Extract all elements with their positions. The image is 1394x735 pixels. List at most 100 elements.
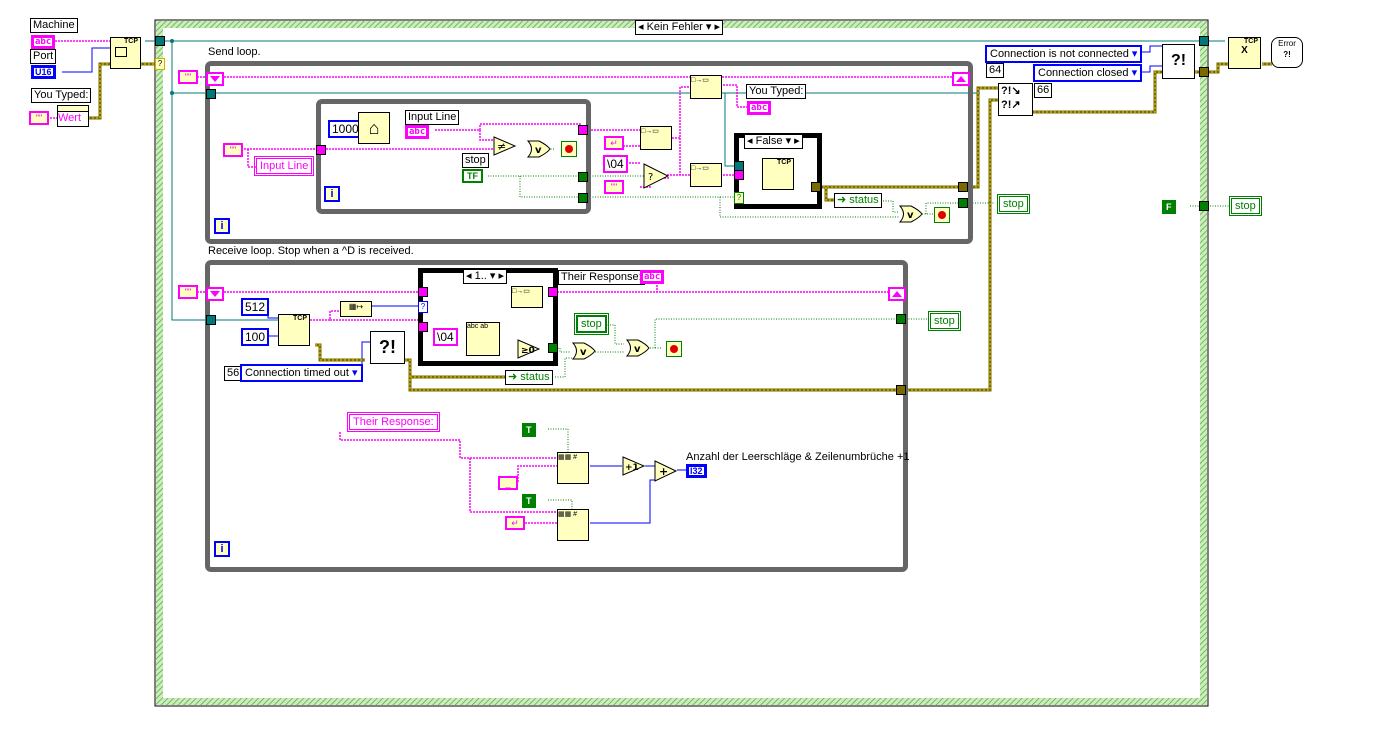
concat-icon: □→▭ xyxy=(512,288,530,295)
decrement-arrow-icon[interactable]: ◂ xyxy=(466,270,472,282)
empty-string-constant-send[interactable]: "" xyxy=(178,70,198,84)
bool-tunnel-out-2 xyxy=(578,193,588,203)
tcp-close-connection-vi[interactable]: TCP X xyxy=(1228,37,1261,69)
input-line-label: Input Line xyxy=(405,110,460,125)
concat-icon: □→▭ xyxy=(641,128,659,135)
stop-control-recv[interactable]: stop xyxy=(574,313,609,335)
search-replace-string-1[interactable]: ▦▦ # xyxy=(557,452,589,484)
count-indicator: I32 xyxy=(686,464,707,478)
dropdown-arrow-icon[interactable]: ▾ xyxy=(352,367,358,379)
iteration-terminal-send: i xyxy=(214,218,230,234)
merge-errors-function[interactable]: ?!↘?!↗ xyxy=(998,83,1033,116)
tcp-read-icon: TCP xyxy=(293,315,307,322)
send-loop-while[interactable] xyxy=(205,61,973,244)
match-pattern-function[interactable]: abc ab xyxy=(466,322,500,356)
dropdown-arrow-icon[interactable]: ▾ xyxy=(1131,48,1138,60)
receive-loop-while[interactable] xyxy=(205,260,908,572)
tcp-write-icon: TCP xyxy=(777,159,791,166)
send-case-selector[interactable]: ◂ False ▾ ▸ xyxy=(744,134,803,149)
svg-text:≠: ≠ xyxy=(497,140,506,153)
search-replace-string-2[interactable]: ▦▦ # xyxy=(557,509,589,541)
crlf-constant[interactable]: ↵ xyxy=(604,136,624,150)
error-tunnel-send-out xyxy=(958,182,968,192)
decrement-arrow-icon[interactable]: ◂ xyxy=(747,135,753,147)
connection-closed-enum[interactable]: Connection closed ▾ xyxy=(1033,64,1143,82)
connection-not-connected-enum[interactable]: Connection is not connected ▾ xyxy=(985,45,1143,63)
shift-register-left-recv xyxy=(206,287,224,301)
error-warning-icon: ?! xyxy=(379,337,396,357)
input-line-control[interactable]: abc xyxy=(405,125,430,139)
property-node-you-typed[interactable]: Wert xyxy=(57,105,89,127)
svg-text:+: + xyxy=(659,465,668,478)
stop-button-control[interactable]: TF xyxy=(462,169,483,183)
bool-tunnel-recv-out xyxy=(896,314,906,324)
simple-error-handler-vi[interactable]: Error?! xyxy=(1271,37,1303,68)
dropdown-arrow-icon[interactable]: ▾ xyxy=(1131,67,1138,79)
tcp-open-connection-vi[interactable]: TCP xyxy=(110,37,141,69)
add-function: + xyxy=(654,460,678,482)
receive-case-selector[interactable]: ◂ 1.. ▾ ▸ xyxy=(463,269,508,284)
increment-arrow-icon[interactable]: ▸ xyxy=(498,270,505,282)
dropdown-arrow-icon[interactable]: ▾ xyxy=(785,135,792,147)
false-constant[interactable]: F xyxy=(1162,200,1176,214)
true-constant-1[interactable]: T xyxy=(522,423,536,437)
wait-ms-constant[interactable]: 1000 xyxy=(328,120,363,138)
stop-local-variable-outer[interactable]: stop xyxy=(1229,196,1262,216)
bool-tunnel-send-out xyxy=(958,198,968,208)
space-constant[interactable]: _ xyxy=(498,476,518,490)
true-constant-2[interactable]: T xyxy=(522,494,536,508)
decrement-arrow-icon[interactable]: ◂ xyxy=(638,21,644,33)
concat-icon: □→▭ xyxy=(691,165,709,172)
tcp-read-vi[interactable]: TCP xyxy=(278,314,310,346)
empty-string-constant-input[interactable]: "" xyxy=(223,143,243,157)
concatenate-strings-2[interactable]: □→▭ xyxy=(690,75,722,99)
newline-constant[interactable]: ↵ xyxy=(505,516,525,530)
their-response-local-variable[interactable]: Their Response: xyxy=(347,412,440,432)
stop-local-variable-recv[interactable]: stop xyxy=(928,311,961,331)
bool-tunnel-recv xyxy=(548,343,558,353)
empty-string-constant[interactable]: "" xyxy=(29,111,49,125)
bytes-to-read-constant[interactable]: 512 xyxy=(241,298,270,316)
error-code-64: 64 xyxy=(986,63,1005,78)
eot-constant-send[interactable]: \04 xyxy=(603,155,628,173)
shift-register-left-send xyxy=(206,72,224,86)
increment-arrow-icon[interactable]: ▸ xyxy=(794,135,800,147)
their-response-indicator: abc xyxy=(640,270,665,284)
port-label: Port xyxy=(30,49,57,64)
error-speech-icon: ?! xyxy=(1283,50,1291,59)
tcp-open-icon: TCP xyxy=(124,38,138,45)
concatenate-strings-1[interactable]: □→▭ xyxy=(640,126,672,150)
timeout-constant[interactable]: 100 xyxy=(241,328,270,346)
increment-arrow-icon[interactable]: ▸ xyxy=(714,21,721,33)
dropdown-arrow-icon[interactable]: ▾ xyxy=(705,21,712,33)
receive-loop-comment: Receive loop. Stop when a ^D is received… xyxy=(208,245,414,257)
concatenate-strings-3[interactable]: □→▭ xyxy=(690,163,722,187)
clear-errors-vi[interactable]: ?! xyxy=(1162,44,1195,79)
clear-error-vi[interactable]: ?! xyxy=(370,331,405,364)
outer-case-selector[interactable]: ◂ Kein Fehler ▾ ▸ xyxy=(635,20,724,35)
svg-text:v: v xyxy=(634,344,641,355)
shift-register-right-recv xyxy=(888,287,906,301)
refnum-tunnel-out xyxy=(1199,36,1209,46)
port-control[interactable]: U16 xyxy=(31,65,56,79)
input-line-local-variable[interactable]: Input Line xyxy=(253,156,315,176)
empty-string-constant-recv[interactable]: "" xyxy=(178,285,198,299)
dropdown-arrow-icon[interactable]: ▾ xyxy=(489,270,496,282)
you-typed-indicator-label: You Typed: xyxy=(746,84,807,99)
eot-constant-recv[interactable]: \04 xyxy=(433,328,458,346)
stop-condition-terminal-inner xyxy=(561,141,577,157)
string-tunnel-case xyxy=(734,170,744,180)
tcp-write-vi[interactable]: TCP xyxy=(762,158,794,190)
count-indicator-label: Anzahl der Leerschläge & Zeilenumbrüche … xyxy=(686,451,910,463)
stop-local-variable-send[interactable]: stop xyxy=(997,194,1030,214)
string-length-function[interactable]: ▦↦ xyxy=(340,301,372,317)
machine-control[interactable]: abc xyxy=(31,35,56,49)
tcp-close-icon: TCP xyxy=(1244,38,1258,45)
connection-timed-out-enum[interactable]: Connection timed out ▾ xyxy=(240,364,363,382)
empty-string-constant-select[interactable]: "" xyxy=(604,180,624,194)
metronome-icon[interactable]: ⌂ xyxy=(358,112,390,144)
or-gate-recv-2: v xyxy=(626,339,650,357)
stop-condition-terminal-send xyxy=(934,207,950,223)
input-poll-loop[interactable] xyxy=(316,99,591,214)
concatenate-strings-recv[interactable]: □→▭ xyxy=(511,286,543,308)
